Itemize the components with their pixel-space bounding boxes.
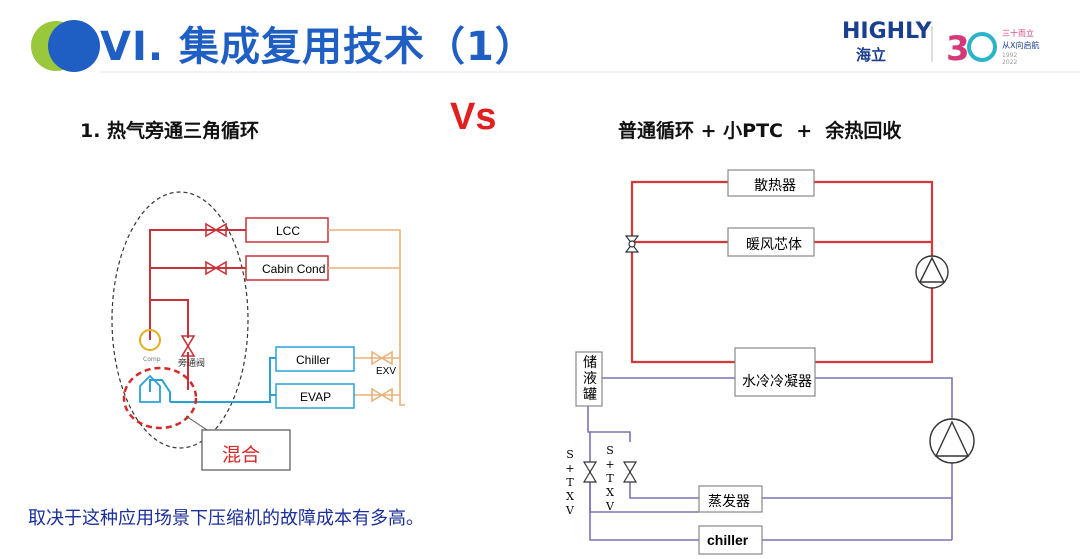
normal-cycle-diagram <box>575 169 975 555</box>
coolant-loop-lines <box>630 180 934 364</box>
blue-circle-decoration <box>48 20 100 72</box>
comp-label: Comp <box>143 356 161 363</box>
bypass-valve-label: 旁通阀 <box>178 359 206 369</box>
anniversary-logo: 3 <box>946 29 997 69</box>
mix-callout-box <box>201 429 291 471</box>
cabin-cond-label: Cabin Cond <box>262 262 326 276</box>
three-way-valve-icon <box>624 235 640 253</box>
anniversary-text: 三十而立 <box>1002 29 1034 38</box>
left-section-title: 1. 热气旁通三角循环 <box>80 120 260 142</box>
chiller-box <box>275 346 355 372</box>
accumulator-icon <box>139 374 161 403</box>
mix-label: 混合 <box>222 444 261 466</box>
heater-core-box <box>727 227 815 257</box>
chiller-box-right <box>698 525 763 555</box>
lcc-label: LCC <box>276 224 301 238</box>
valve-icons <box>180 222 227 357</box>
low-pressure-lines <box>149 357 276 403</box>
radiator-box <box>727 169 815 197</box>
stxv-valve-icons <box>582 461 638 483</box>
page-title: VI. 集成复用技术（1） <box>100 24 536 70</box>
compressor-icon <box>139 329 161 351</box>
evap-box <box>275 383 355 409</box>
mix-point-circle <box>122 366 198 430</box>
water-cond-label: 水冷冷凝器 <box>742 374 812 390</box>
hot-gas-bypass-diagram <box>111 191 405 471</box>
exv-label: EXV <box>376 366 397 377</box>
right-section-title: 普通循环 + 小PTC + 余热回收 <box>618 120 902 142</box>
hot-gas-lines <box>149 229 246 390</box>
evaporator-label: 蒸发器 <box>708 494 750 510</box>
coolant-pump-icon <box>915 255 949 289</box>
bypass-region-outline <box>111 191 249 449</box>
header-decoration: 3 <box>31 20 1080 73</box>
evaporator-box <box>698 485 763 513</box>
liquid-lines <box>328 229 405 406</box>
chiller-label-right: chiller <box>707 532 749 548</box>
lcc-box <box>245 217 329 243</box>
footer-note: 取决于这种应用场景下压缩机的故障成本有多高。 <box>28 508 424 529</box>
cabin-cond-box <box>245 255 329 281</box>
anniversary-subtext: 从X向启航 <box>1002 41 1040 50</box>
heater-core-label: 暖风芯体 <box>746 237 802 253</box>
water-cond-box <box>734 347 816 397</box>
compressor-icon <box>929 418 975 464</box>
receiver-box <box>575 351 603 407</box>
anniversary-years: 1992 2022 <box>1002 52 1018 66</box>
receiver-label: 储 液 罐 <box>583 355 597 403</box>
refrigerant-loop-lines <box>587 377 953 541</box>
exv-icons <box>371 350 393 403</box>
radiator-label: 散热器 <box>754 178 796 194</box>
vs-label: Vs <box>450 96 497 138</box>
evap-label: EVAP <box>300 390 332 404</box>
chiller-label: Chiller <box>296 353 331 367</box>
svg-text:3: 3 <box>946 29 970 69</box>
highly-logo-cn: 海立 <box>856 46 887 64</box>
highly-logo: HIGHLY <box>842 19 932 44</box>
